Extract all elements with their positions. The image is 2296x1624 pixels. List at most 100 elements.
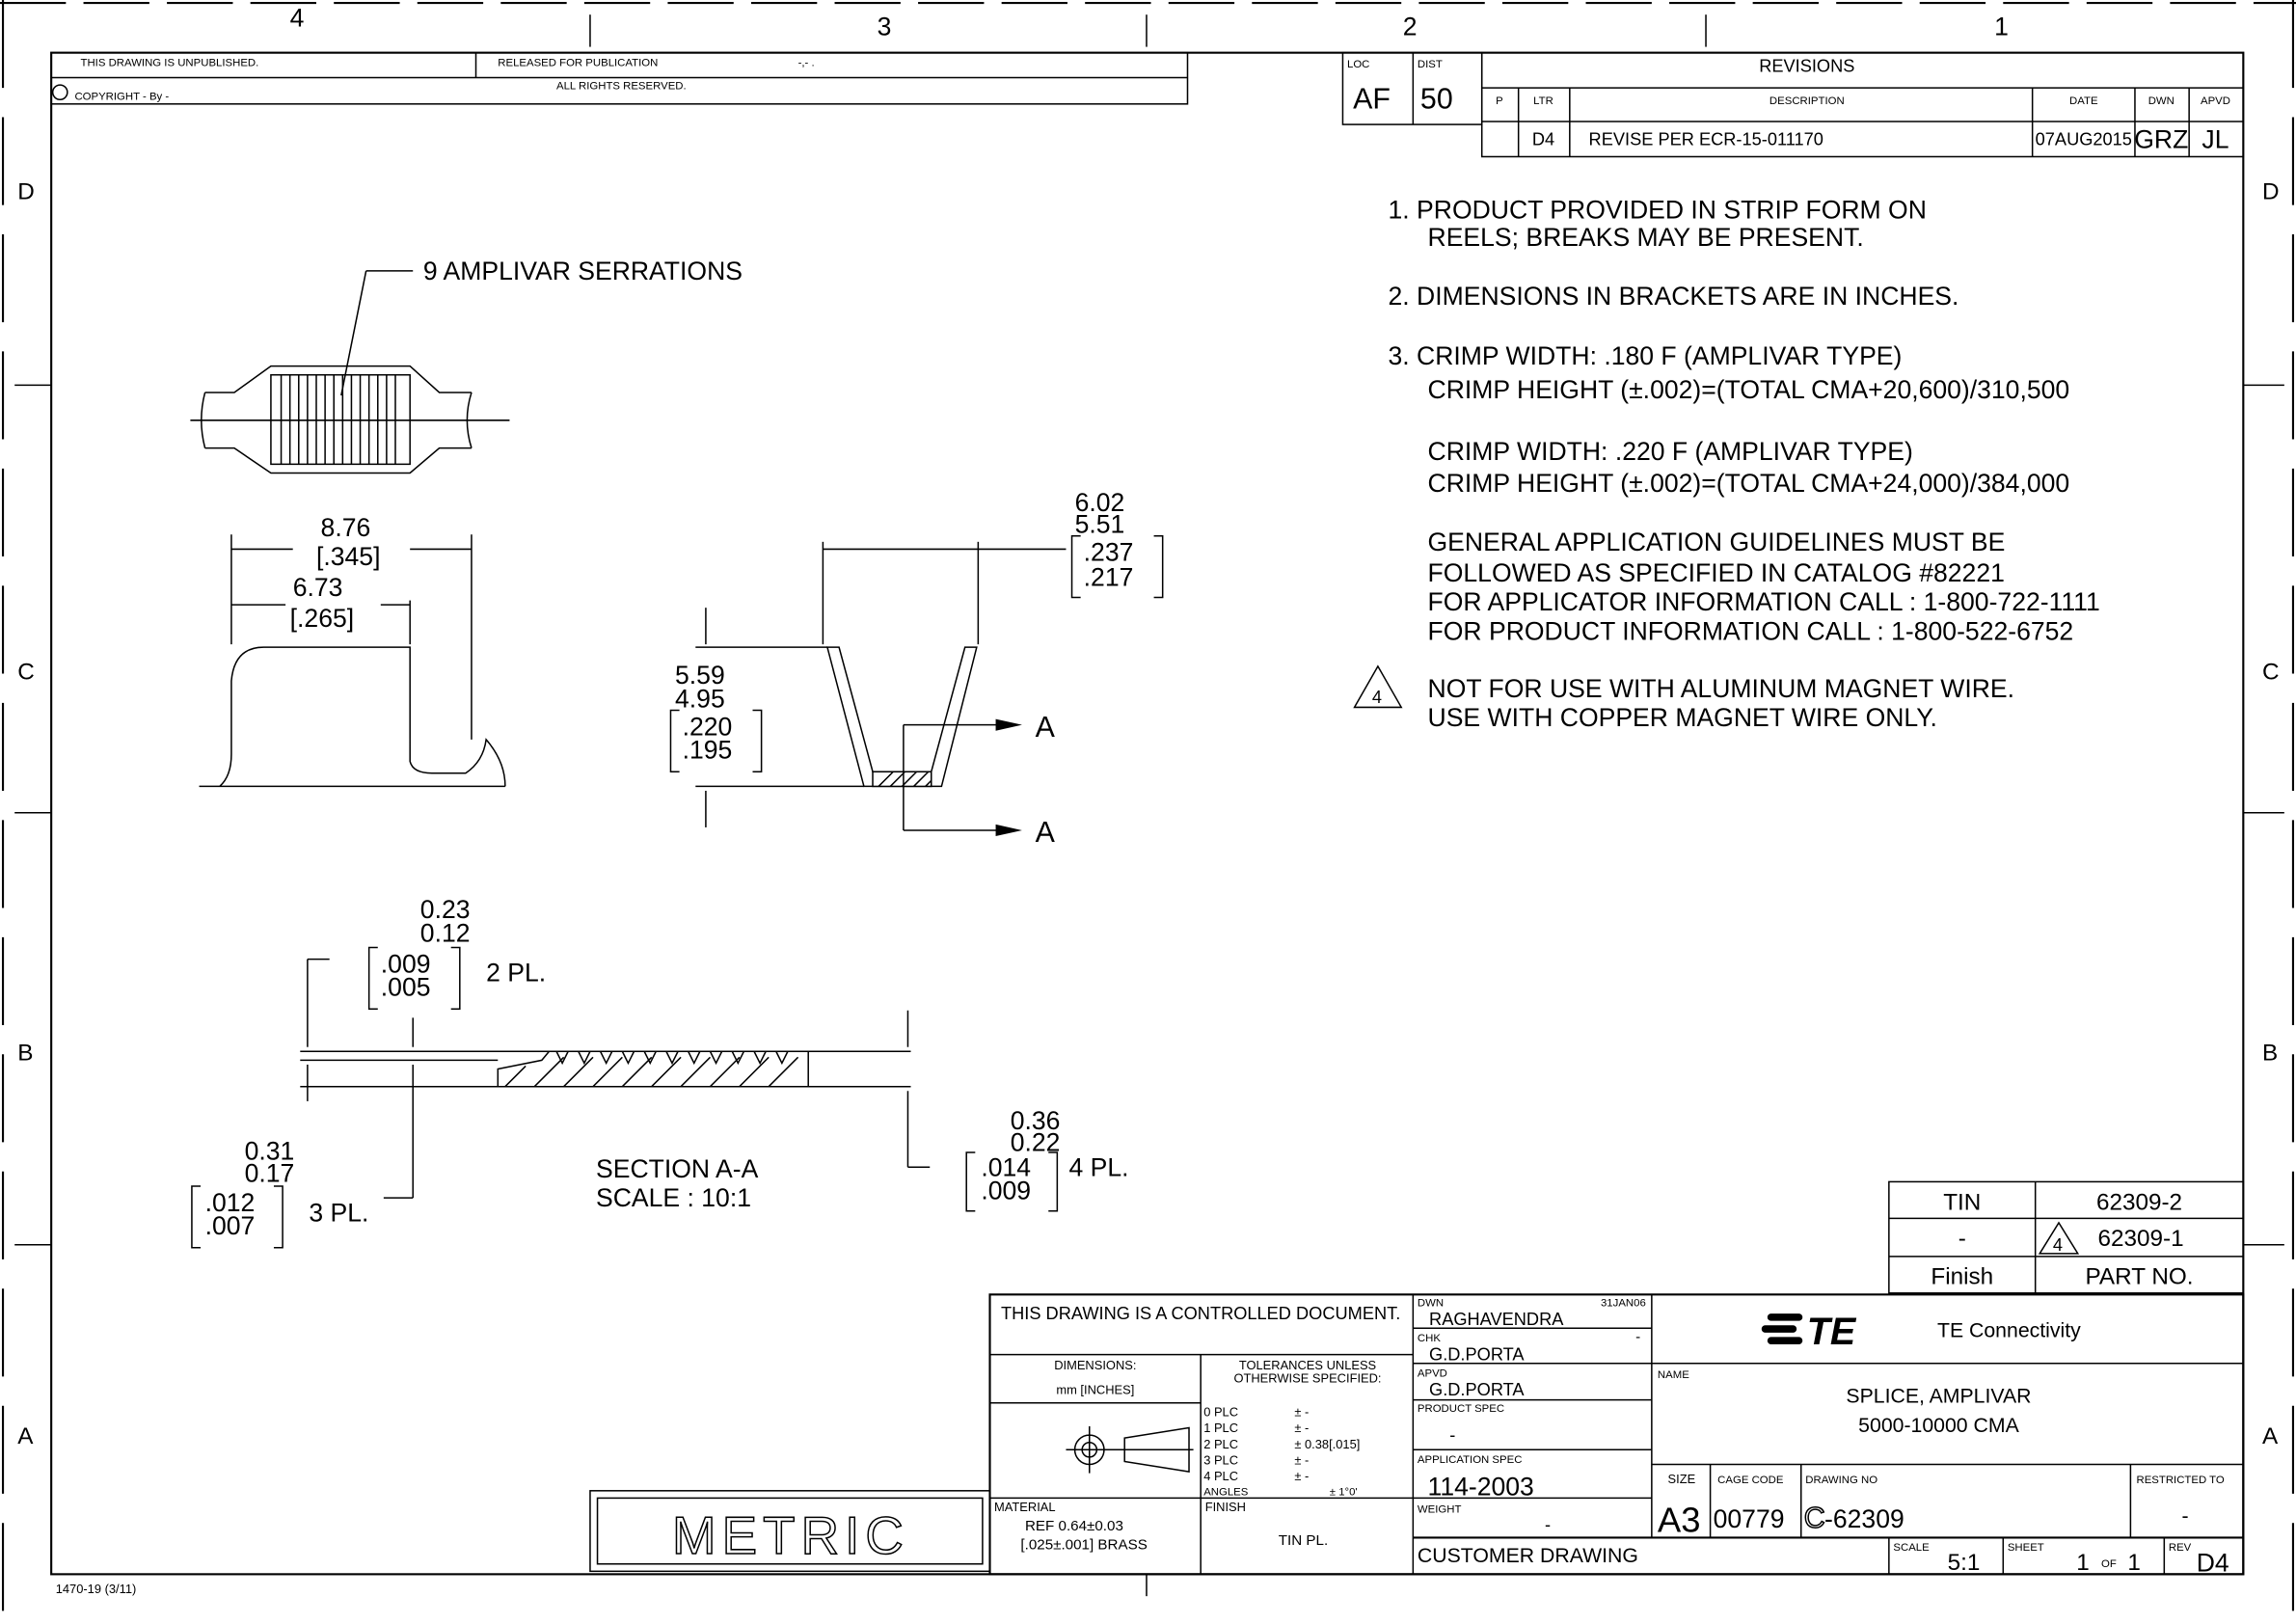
note-flag-number: 4 bbox=[1372, 688, 1382, 707]
rev-header-apvd: APVD bbox=[2201, 95, 2230, 107]
dim-top-pl: 2 PL. bbox=[486, 958, 546, 987]
zone-2: 2 bbox=[1403, 12, 1418, 41]
size-label: SIZE bbox=[1668, 1472, 1696, 1486]
scale-label: SCALE bbox=[1893, 1542, 1930, 1554]
dim-top-in-max: .009 bbox=[381, 949, 431, 978]
tol-value: ± - bbox=[1294, 1421, 1309, 1435]
finish-value: TIN PL. bbox=[1279, 1532, 1328, 1549]
zone-4: 4 bbox=[290, 3, 305, 32]
note-flag-triangle-icon bbox=[1353, 664, 1403, 709]
rev-header-p: P bbox=[1496, 95, 1503, 107]
notes: 1. PRODUCT PROVIDED IN STRIP FORM ON REE… bbox=[1353, 195, 2100, 732]
note-3g: FOR APPLICATOR INFORMATION CALL : 1-800-… bbox=[1428, 587, 2100, 616]
material-line-1: REF 0.64±0.03 bbox=[1025, 1518, 1123, 1534]
dim-inner-mm: 6.73 bbox=[293, 573, 343, 602]
title-block: THIS DRAWING IS A CONTROLLED DOCUMENT. D… bbox=[988, 1293, 2245, 1577]
dim-right-max: 0.36 bbox=[1011, 1106, 1061, 1135]
dim-top-in-min: .005 bbox=[381, 973, 431, 1002]
top-view: 9 AMPLIVAR SERRATIONS bbox=[190, 257, 743, 474]
flag-triangle-icon bbox=[2038, 1221, 2080, 1255]
sheet-of: OF bbox=[2101, 1558, 2117, 1570]
apvd-name: G.D.PORTA bbox=[1429, 1380, 1525, 1399]
note-3h: FOR PRODUCT INFORMATION CALL : 1-800-522… bbox=[1428, 617, 2074, 646]
tolerances-label-1: TOLERANCES UNLESS bbox=[1239, 1358, 1376, 1372]
section-title: SECTION A-A bbox=[596, 1154, 759, 1183]
note-1a: 1. PRODUCT PROVIDED IN STRIP FORM ON bbox=[1389, 195, 1927, 224]
revisions-block: LOC AF DIST 50 REVISIONS P LTR DESCRIPTI… bbox=[1341, 51, 2245, 158]
chk-name: G.D.PORTA bbox=[1429, 1345, 1525, 1365]
restricted-label: RESTRICTED TO bbox=[2136, 1475, 2224, 1486]
dwn-date: 31JAN06 bbox=[1601, 1297, 1646, 1309]
scale-value: 5:1 bbox=[1948, 1550, 1981, 1576]
name-label: NAME bbox=[1658, 1369, 1689, 1381]
note-3f: FOLLOWED AS SPECIFIED IN CATALOG #82221 bbox=[1428, 558, 2005, 587]
tolerances-label-2: OTHERWISE SPECIFIED: bbox=[1233, 1370, 1381, 1385]
dwn-label: DWN bbox=[1418, 1297, 1444, 1309]
dim-h-in-max: .220 bbox=[683, 712, 733, 741]
note-1b: REELS; BREAKS MAY BE PRESENT. bbox=[1428, 223, 1864, 252]
zone-d-left: D bbox=[17, 179, 35, 205]
finish-label: FINISH bbox=[1205, 1500, 1246, 1514]
dim-h-min: 4.95 bbox=[675, 684, 725, 713]
dim-h-in-min: .195 bbox=[683, 736, 733, 765]
note-3d: CRIMP HEIGHT (±.002)=(TOTAL CMA+24,000)/… bbox=[1428, 469, 2070, 498]
dim-width-in: [.345] bbox=[316, 542, 380, 571]
note-4a: NOT FOR USE WITH ALUMINUM MAGNET WIRE. bbox=[1428, 674, 2014, 703]
tin-table: TIN 62309-2 - 4 62309-1 Finish PART NO. bbox=[1888, 1180, 2245, 1294]
zone-1: 1 bbox=[1994, 12, 2009, 41]
part-no-label: PART NO. bbox=[2086, 1264, 2194, 1290]
rev-label: REV bbox=[2169, 1542, 2192, 1554]
dimensions-label: DIMENSIONS: bbox=[1054, 1358, 1136, 1372]
rev-description: REVISE PER ECR-15-011170 bbox=[1589, 129, 1823, 149]
note-3b: CRIMP HEIGHT (±.002)=(TOTAL CMA+20,600)/… bbox=[1428, 375, 2070, 404]
section-arrow-icon bbox=[995, 718, 1022, 731]
serrations-label: 9 AMPLIVAR SERRATIONS bbox=[423, 257, 743, 285]
rev-value: D4 bbox=[2197, 1548, 2229, 1577]
sheet-total: 1 bbox=[2127, 1550, 2141, 1576]
note-3a: 3. CRIMP WIDTH: .180 F (AMPLIVAR TYPE) bbox=[1389, 341, 1903, 370]
tol-label: ANGLES bbox=[1203, 1486, 1249, 1498]
dim-w-max: 6.02 bbox=[1075, 488, 1125, 517]
section-label-a-top: A bbox=[1036, 712, 1056, 744]
rev-header-ltr: LTR bbox=[1533, 95, 1553, 107]
weight-label: WEIGHT bbox=[1418, 1504, 1462, 1516]
side-view: 8.76 [.345] 6.73 [.265] bbox=[199, 513, 506, 788]
third-angle-projection-icon bbox=[1066, 1426, 1194, 1474]
copyright-text: COPYRIGHT - By - bbox=[74, 91, 169, 102]
dim-bottom-in-max: .012 bbox=[205, 1188, 256, 1217]
apvd-label: APVD bbox=[1418, 1367, 1447, 1379]
drawing-number: -62309 bbox=[1824, 1504, 1904, 1533]
finish-label: Finish bbox=[1931, 1264, 1993, 1290]
rev-header-description: DESCRIPTION bbox=[1769, 95, 1845, 107]
cage-code-label: CAGE CODE bbox=[1717, 1475, 1784, 1486]
rev-date: 07AUG2015 bbox=[2036, 129, 2132, 149]
te-logo: TE bbox=[1761, 1311, 1857, 1353]
dim-inner-in: [.265] bbox=[290, 604, 354, 633]
revisions-title: REVISIONS bbox=[1759, 56, 1854, 75]
material-label: MATERIAL bbox=[994, 1500, 1056, 1514]
controlled-document: THIS DRAWING IS A CONTROLLED DOCUMENT. bbox=[1001, 1304, 1400, 1323]
dist-label: DIST bbox=[1418, 59, 1443, 70]
application-spec-value: 114-2003 bbox=[1428, 1472, 1534, 1501]
loc-value: AF bbox=[1353, 83, 1391, 115]
revision-row: D4 REVISE PER ECR-15-011170 07AUG2015 GR… bbox=[1532, 124, 2229, 153]
dim-right-in-max: .014 bbox=[981, 1152, 1031, 1181]
metric-label: METRIC bbox=[672, 1506, 909, 1565]
tol-value: ± - bbox=[1294, 1404, 1309, 1419]
publication-header: THIS DRAWING IS UNPUBLISHED. RELEASED FO… bbox=[50, 51, 1189, 105]
customer-drawing-label: CUSTOMER DRAWING bbox=[1418, 1544, 1638, 1567]
dim-width-mm: 8.76 bbox=[321, 513, 371, 542]
section-a-a-view: 0.23 0.12 .009 .005 2 PL. 0.31 0.17 .012… bbox=[191, 895, 1129, 1249]
dim-right-in-min: .009 bbox=[981, 1177, 1031, 1205]
rights-text: ALL RIGHTS RESERVED. bbox=[556, 81, 687, 93]
tin-part-2: 62309-1 bbox=[2097, 1226, 2183, 1252]
form-code: 1470-19 (3/11) bbox=[56, 1582, 137, 1596]
part-name-1: SPLICE, AMPLIVAR bbox=[1846, 1385, 2031, 1408]
note-3c: CRIMP WIDTH: .220 F (AMPLIVAR TYPE) bbox=[1428, 437, 1913, 466]
drawing-prefix: C bbox=[1804, 1502, 1825, 1534]
sheet-label: SHEET bbox=[2008, 1542, 2044, 1554]
dim-w-min: 5.51 bbox=[1075, 510, 1125, 539]
tol-value: ± 0.38[.015] bbox=[1294, 1437, 1360, 1451]
size-value: A3 bbox=[1658, 1500, 1701, 1539]
